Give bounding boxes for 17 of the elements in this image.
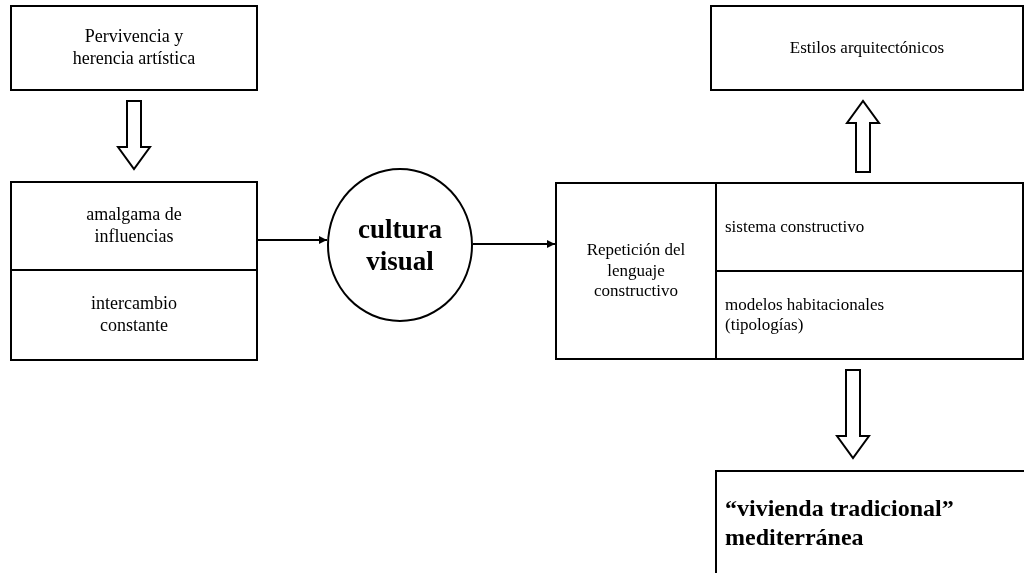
block-arrow xyxy=(845,99,881,173)
block-arrow xyxy=(116,100,152,171)
node-text: intercambio constante xyxy=(90,293,178,337)
node-text: “vivienda tradicional” mediterránea xyxy=(725,493,955,552)
node-text: modelos habitacionales (tipologías) xyxy=(725,294,886,336)
block-arrow xyxy=(835,369,871,460)
node-text: Estilos arquitectónicos xyxy=(789,37,945,59)
node-text: sistema constructivo xyxy=(725,216,865,238)
node-text: Repetición del lenguaje constructivo xyxy=(585,240,687,302)
node-text: amalgama de influencias xyxy=(85,204,183,248)
result-box xyxy=(715,470,1024,573)
arrow xyxy=(257,236,328,244)
process-box xyxy=(10,5,258,91)
arrow xyxy=(472,240,556,248)
process-box xyxy=(710,5,1024,91)
node-text: Pervivencia y herencia artística xyxy=(71,26,197,70)
node-text: cultura visual xyxy=(357,212,443,278)
